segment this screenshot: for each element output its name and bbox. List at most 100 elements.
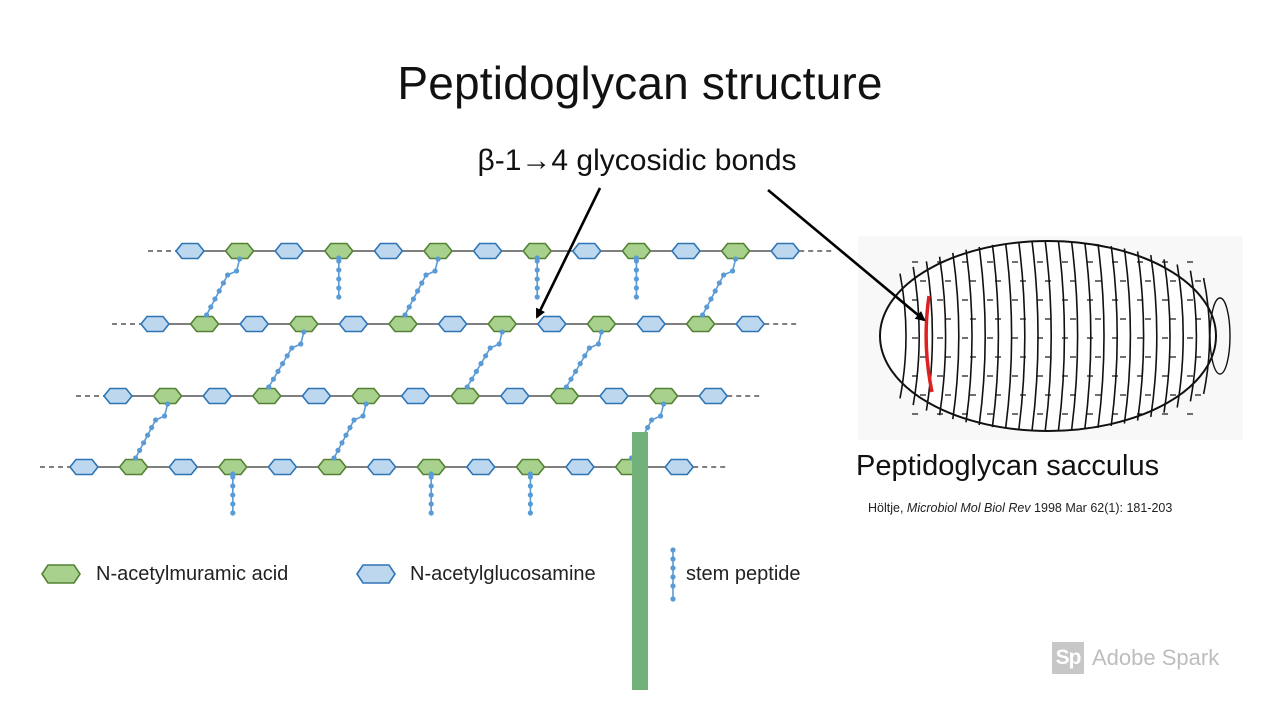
amino-acid-dot	[212, 296, 218, 302]
amino-acid-dot	[428, 483, 434, 489]
amino-acid-dot	[428, 474, 434, 480]
amino-acid-dot	[577, 361, 583, 367]
nag-sugar	[536, 315, 567, 333]
sacculus-hoop	[1136, 251, 1145, 421]
amino-acid-dot	[336, 294, 342, 300]
nag-sugar	[174, 242, 206, 260]
amino-acid-dot	[704, 304, 710, 310]
amino-acid-dot	[133, 455, 139, 461]
amino-acid-dot	[499, 329, 505, 335]
citation: Höltje, Microbiol Mol Biol Rev 1998 Mar …	[868, 501, 1172, 515]
amino-acid-dot	[534, 276, 540, 282]
amino-acid-dot	[598, 329, 605, 335]
legend-stem-peptide-label: stem peptide	[686, 563, 801, 585]
amino-acid-dot	[280, 361, 286, 367]
amino-acid-dot	[137, 447, 143, 453]
amino-acid-dot	[633, 294, 640, 300]
nam-sugar	[586, 315, 617, 333]
amino-acid-dot	[363, 401, 369, 407]
bond-label: β-1→4 glycosidic bonds	[0, 144, 1280, 178]
amino-acid-dot	[428, 501, 434, 507]
nam-sugar	[118, 458, 149, 476]
nam-sugar	[648, 387, 679, 405]
amino-acid-dot	[331, 455, 337, 461]
citation-journal: Microbiol Mol Biol Rev	[906, 501, 1031, 515]
amino-acid-dot	[586, 345, 593, 351]
amino-acid-dot	[527, 483, 534, 489]
sacculus-hoop	[899, 273, 907, 399]
nam-sugar	[720, 242, 751, 260]
amino-acid-dot	[266, 384, 272, 390]
amino-acid-dot	[149, 425, 155, 431]
sacculus-outline	[879, 240, 1217, 432]
slide-title: Peptidoglycan structure	[397, 57, 883, 109]
amino-acid-dot	[204, 312, 210, 318]
amino-acid-dot	[712, 288, 718, 294]
amino-acid-dot	[469, 376, 475, 382]
nag-sugar	[770, 242, 801, 260]
nam-sugar	[450, 387, 481, 405]
amino-acid-dot	[289, 345, 295, 351]
amino-acid-dot	[661, 401, 667, 407]
nam-sugar	[288, 315, 319, 333]
amino-acid-dot	[721, 272, 727, 278]
amino-acid-dot	[339, 440, 345, 446]
amino-acid-dot	[658, 413, 664, 419]
amino-acid-dot	[633, 285, 640, 291]
amino-acid-dot	[730, 268, 736, 274]
sacculus-hoop	[938, 256, 947, 416]
sacculus-hoop	[1044, 240, 1052, 432]
nam-sugar	[350, 387, 382, 405]
amino-acid-dot	[230, 510, 236, 516]
nag-sugar	[68, 458, 100, 476]
amino-acid-dot	[645, 425, 651, 431]
glycan-chains	[40, 242, 834, 476]
amino-acid-dot	[568, 376, 574, 382]
amino-acid-dot	[670, 596, 676, 602]
amino-acid-dot	[410, 296, 416, 302]
nag-sugar	[598, 387, 630, 405]
amino-acid-dot	[230, 492, 236, 498]
nam-sugar	[549, 387, 580, 405]
adobe-spark-logo-icon: Sp	[1052, 642, 1084, 674]
amino-acid-dot	[343, 432, 349, 438]
amino-acid-dot	[527, 474, 534, 480]
nag-sugar	[571, 242, 602, 260]
nag-sugar	[168, 458, 199, 476]
nam-sugar	[422, 242, 454, 260]
amino-acid-dot	[595, 341, 602, 347]
nag-sugar	[437, 315, 468, 333]
nam-sugar	[251, 387, 282, 405]
nag-sugar	[670, 242, 702, 260]
amino-acid-dot	[402, 312, 408, 318]
amino-acid-dot	[527, 492, 534, 498]
amino-acid-dot	[733, 256, 739, 262]
amino-acid-dot	[336, 285, 342, 291]
nag-sugar	[274, 242, 305, 260]
legend-nag-label: N-acetylglucosamine	[410, 563, 596, 585]
amino-acid-dot	[649, 417, 655, 423]
nam-sugar	[487, 315, 518, 333]
nam-sugar	[323, 242, 354, 260]
nam-sugar	[515, 458, 546, 476]
nam-sugar	[217, 458, 248, 476]
legend-symbols	[41, 547, 676, 602]
amino-acid-dot	[335, 447, 341, 453]
citation-author: Höltje,	[868, 501, 907, 515]
amino-acid-dot	[162, 413, 168, 419]
amino-acid-dot	[435, 256, 441, 262]
sacculus-hoop	[965, 249, 973, 423]
amino-acid-dot	[670, 547, 676, 553]
amino-acid-dot	[716, 280, 723, 286]
amino-acid-dot	[216, 288, 222, 294]
amino-acid-dot	[419, 280, 425, 286]
sacculus-hoop	[1018, 241, 1026, 431]
amino-acid-dot	[406, 304, 412, 310]
nag-sugar	[564, 458, 596, 476]
nag-sugar	[664, 458, 695, 476]
nam-sugar	[316, 458, 348, 476]
amino-acid-dot	[432, 268, 438, 274]
amino-acid-dot	[141, 440, 147, 446]
nag-sugar	[267, 458, 298, 476]
